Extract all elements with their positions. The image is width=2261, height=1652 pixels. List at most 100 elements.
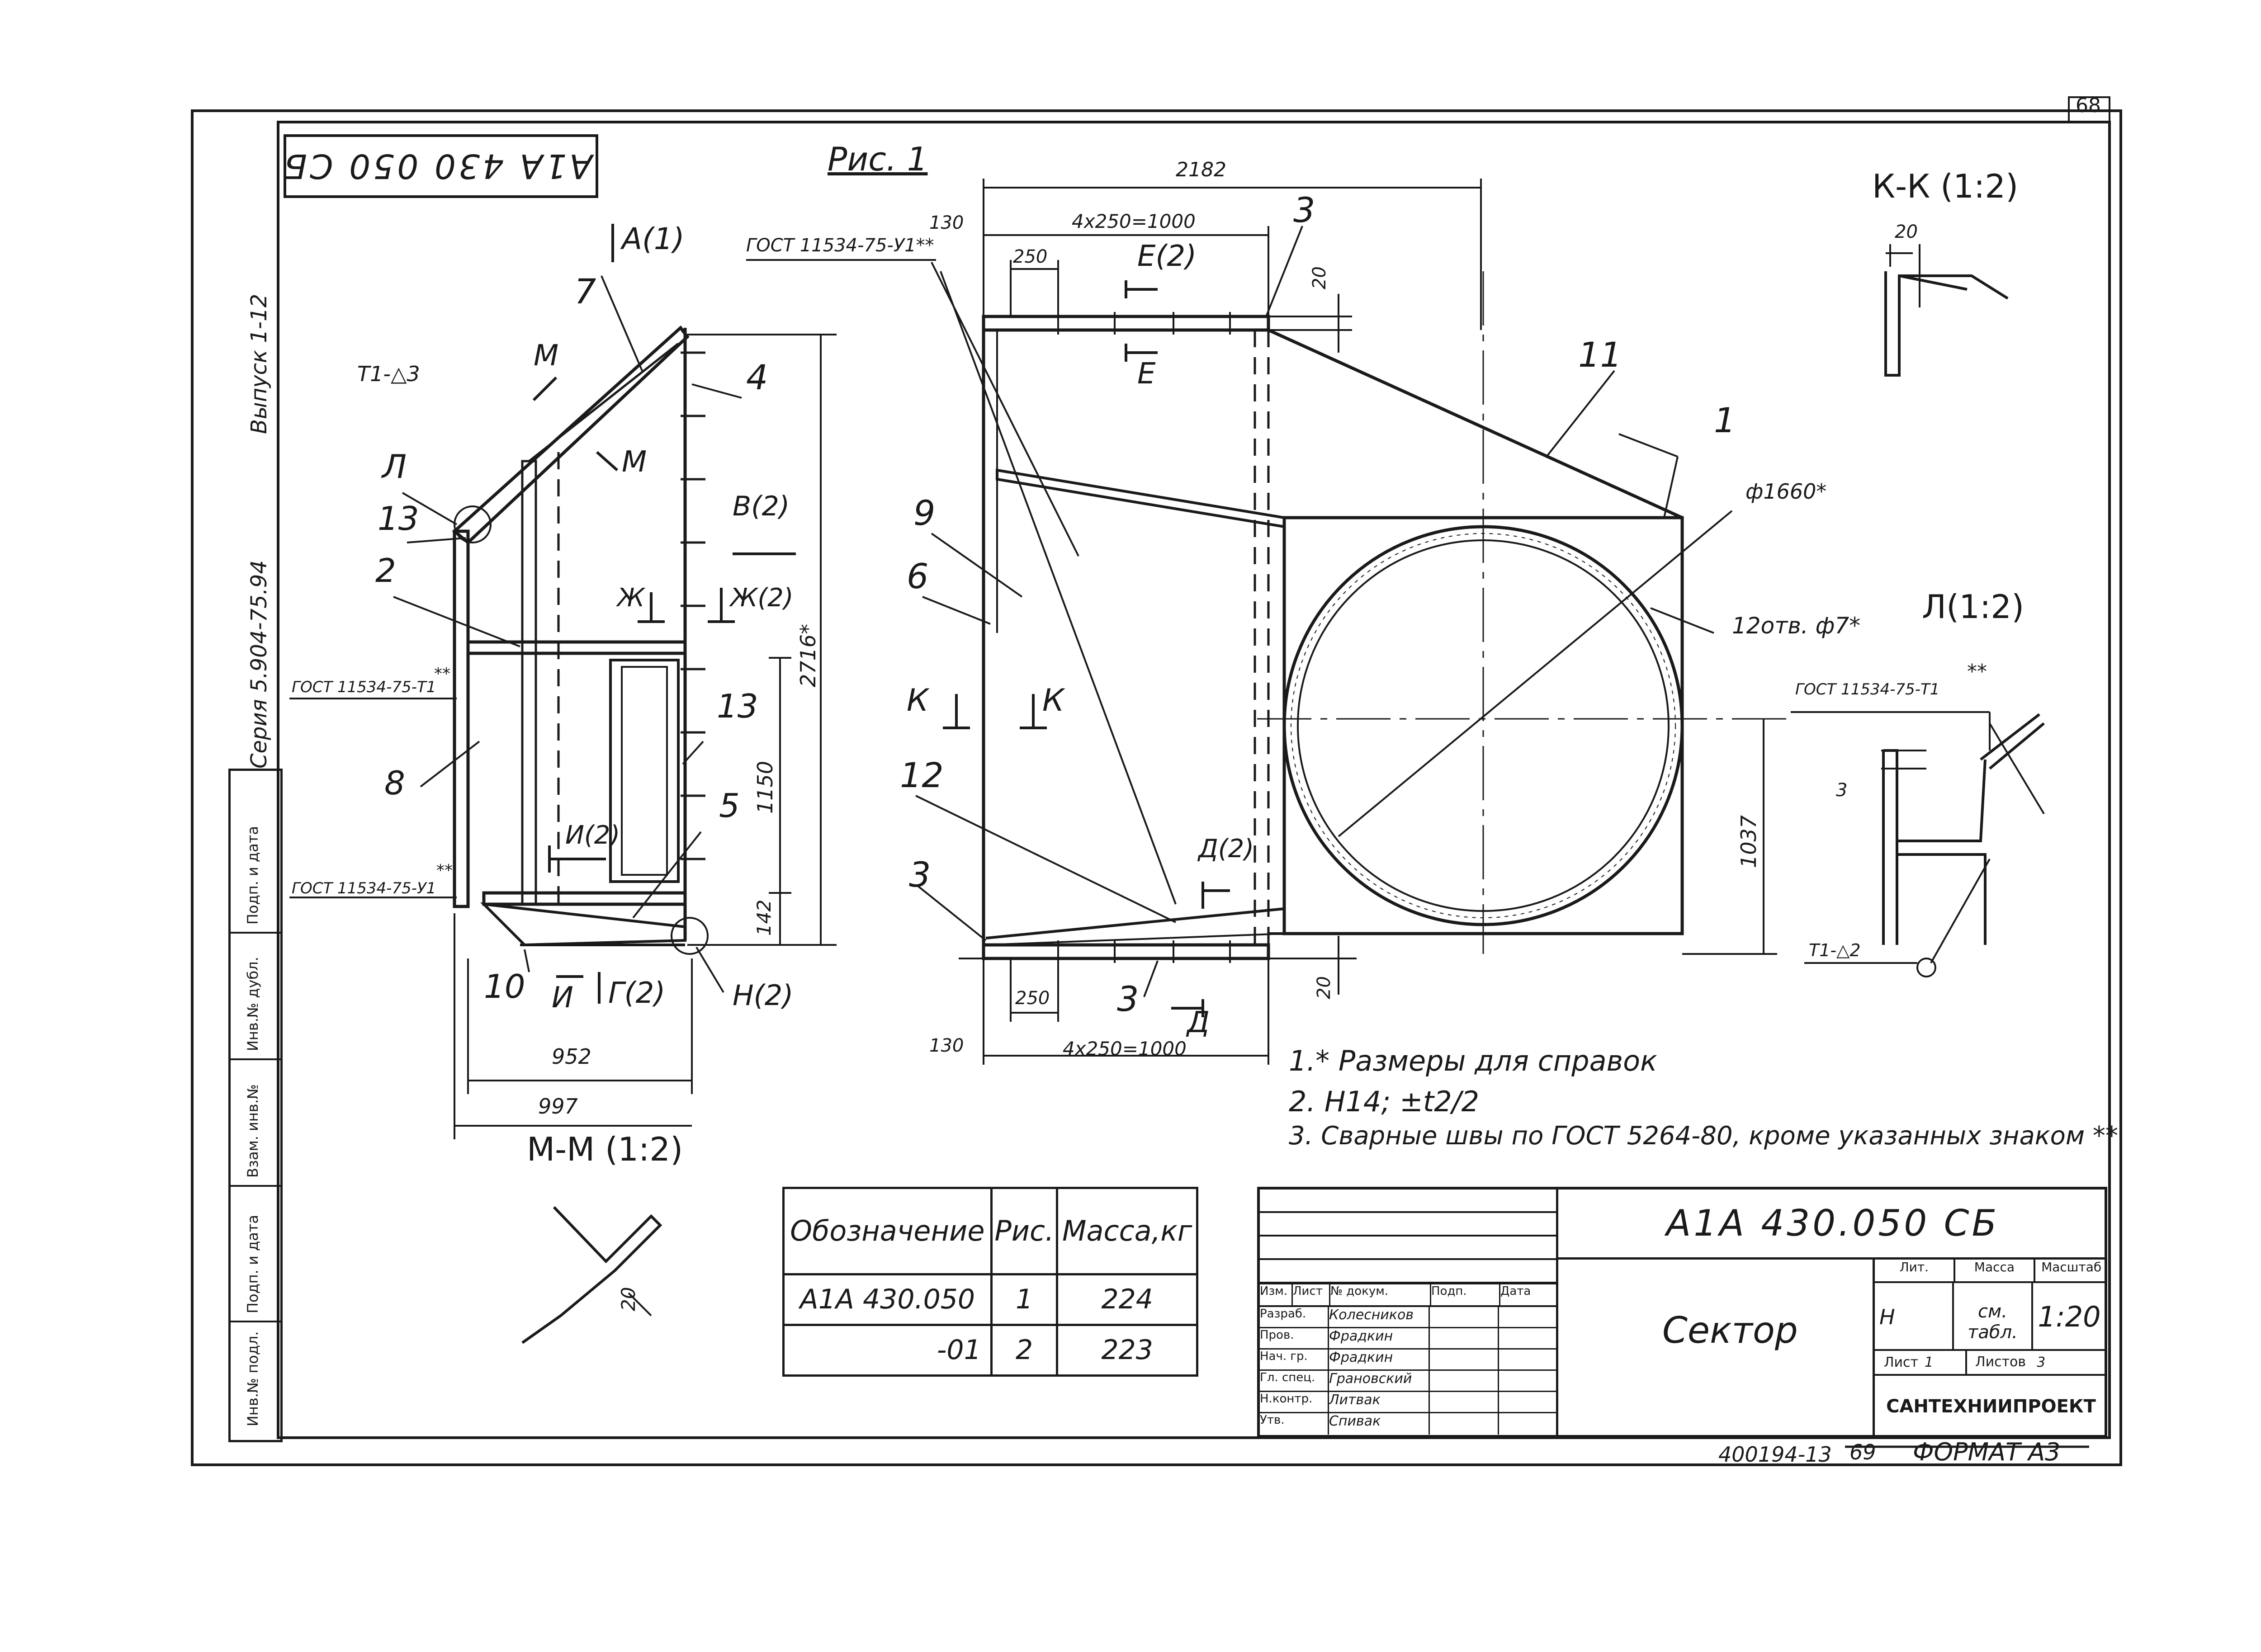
spec-cell: 2 (990, 1323, 1059, 1377)
tb-sheets-value: 3 (2037, 1355, 2046, 1370)
section-m-bottom: М (622, 445, 647, 479)
dim-130-top: 130 (929, 212, 964, 233)
pos-2-label: 2 (375, 552, 396, 590)
note-3: 3. Сварные швы по ГОСТ 5264-80, кроме ук… (1289, 1121, 2118, 1151)
dim-130-bottom: 130 (929, 1035, 964, 1056)
tb-lit-value: Н (1875, 1283, 1954, 1349)
center-view-dims (959, 179, 1777, 1065)
corner-doc-code: А1А 430 050 СБ (281, 146, 592, 185)
corner-code-box (284, 134, 598, 198)
tb-role: Гл. спец. (1260, 1371, 1329, 1391)
section-kk (1884, 244, 2009, 377)
tb-person: Фрадкин (1329, 1350, 1430, 1369)
dim-2716: 2716* (796, 623, 820, 687)
view-g2-label: Г(2) (608, 977, 666, 1010)
pos-1-label: 1 (1714, 400, 1736, 440)
pos-5-label: 5 (719, 787, 740, 825)
tb-header-col: Лист (1293, 1284, 1330, 1305)
dim-1000-bottom: 4х250=1000 (1063, 1038, 1187, 1060)
spec-table-header: Обозначение Рис. Масса,кг (782, 1187, 1198, 1275)
note-2: 2. Н14; ±t2/2 (1289, 1085, 1480, 1118)
pos-10-label: 10 (484, 968, 525, 1005)
tb-person: Колесников (1329, 1307, 1430, 1327)
center-bottom-flange (982, 943, 1270, 960)
center-view-arrows (943, 280, 1230, 1017)
tb-role: Нач. гр. (1260, 1350, 1329, 1369)
stamp-field: Инв.№ подл. (244, 1331, 261, 1426)
section-m-top: М (534, 339, 559, 373)
detail-l-callout-circle (454, 505, 492, 543)
section-i-label: И (552, 981, 573, 1015)
left-view (289, 224, 837, 1344)
tb-role: Утв. (1260, 1413, 1329, 1435)
detail-l-drawing (1791, 711, 2045, 977)
view-a-label: А(1) (622, 222, 685, 256)
left-ticks (681, 351, 705, 860)
gost-t1-left-stars: ** (434, 665, 450, 683)
revision-grid: Изм. Лист № докум. Подп. Дата Разраб.Кол… (1260, 1189, 1558, 1435)
pos-12-label: 12 (900, 755, 944, 795)
tb-mass-label: Масса (1955, 1260, 2036, 1281)
tb-person: Спивак (1329, 1413, 1430, 1435)
spec-table-row: А1А 430.050 1 224 (782, 1273, 1198, 1326)
side-series-text: Серия 5.904-75.94 (246, 560, 272, 769)
footer-sheet-number: 69 (1849, 1440, 1876, 1464)
section-zh-label: Ж (617, 583, 645, 613)
dim-1037: 1037 (1736, 815, 1761, 868)
left-vertical-plate (453, 529, 470, 908)
dim-142: 142 (753, 899, 775, 936)
tb-scale-value: 1:20 (2038, 1300, 2101, 1333)
spec-cell: А1А 430.050 (782, 1273, 993, 1326)
dim-250-bottom: 250 (1015, 988, 1050, 1009)
tb-header-col: Подп. (1431, 1284, 1500, 1305)
dim-1000-top: 4х250=1000 (1072, 210, 1196, 232)
left-top-slope-plate (452, 325, 690, 545)
tb-role: Н.контр. (1260, 1392, 1329, 1412)
section-mm-dim (628, 1292, 652, 1317)
tb-lit-label: Лит. (1875, 1260, 1955, 1281)
pos-8-label: 8 (384, 764, 405, 802)
center-top-slope (1268, 328, 1683, 519)
detail-l-dim3: 3 (1836, 780, 1848, 801)
pos-13-right-label: 13 (717, 687, 758, 725)
left-top-slope-inner (528, 343, 679, 462)
section-mm-profile (521, 1206, 662, 1344)
tb-header-col: Изм. (1260, 1284, 1293, 1305)
dim-250-top: 250 (1013, 246, 1048, 267)
section-mm-dim: 20 (617, 1287, 639, 1311)
pos-3-left-label: 3 (909, 854, 931, 895)
spec-cell: 1 (990, 1273, 1059, 1326)
section-e2-label: Е(2) (1137, 240, 1197, 273)
section-e-label: Е (1137, 357, 1156, 391)
tb-header-col: № докум. (1330, 1284, 1431, 1305)
detail-n2-label: Н(2) (733, 979, 794, 1012)
stamp-field: Подп. и дата (244, 826, 261, 925)
inner-frame (277, 121, 2111, 1439)
section-kk-title: К-К (1:2) (1872, 167, 2019, 205)
dim-2182: 2182 (1176, 158, 1226, 181)
stamp-column: Подп. и дата Инв.№ дубл. Взам. инв.№ Под… (228, 769, 283, 1442)
spec-table-row: -01 2 223 (782, 1323, 1198, 1377)
section-i2-label: И(2) (565, 821, 620, 850)
section-d2-label: Д(2) (1198, 834, 1254, 864)
section-kk-dim: 20 (1895, 222, 1918, 242)
gost-u1-left: ГОСТ 11534-75-У1 (292, 879, 436, 897)
dim-997: 997 (538, 1094, 578, 1119)
tb-organization: САНТЕХНИИПРОЕКТ (1886, 1396, 2096, 1417)
spec-cell: 224 (1056, 1273, 1198, 1326)
detail-l-title: Л(1:2) (1922, 588, 2024, 626)
stamp-field: Подп. и дата (244, 1215, 261, 1313)
left-window-inner (621, 666, 668, 876)
format-label: ФОРМАТ А3 (1913, 1438, 2061, 1466)
note-1: 1.* Размеры для справок (1289, 1044, 1657, 1077)
detail-l-label: Л (382, 448, 407, 486)
left-bottom-slope (480, 902, 686, 947)
view-v-label: В(2) (733, 491, 790, 522)
center-ticks (1057, 312, 1231, 963)
weld-t1-label: Т1-△3 (357, 362, 420, 386)
side-issue-text: Выпуск 1-12 (246, 293, 272, 434)
detail-n-callout-circle (671, 917, 709, 955)
dim-phi1660: ф1660* (1745, 479, 1827, 504)
pos-3-top-label: 3 (1293, 190, 1315, 230)
section-zh2-label: Ж(2) (730, 583, 794, 613)
